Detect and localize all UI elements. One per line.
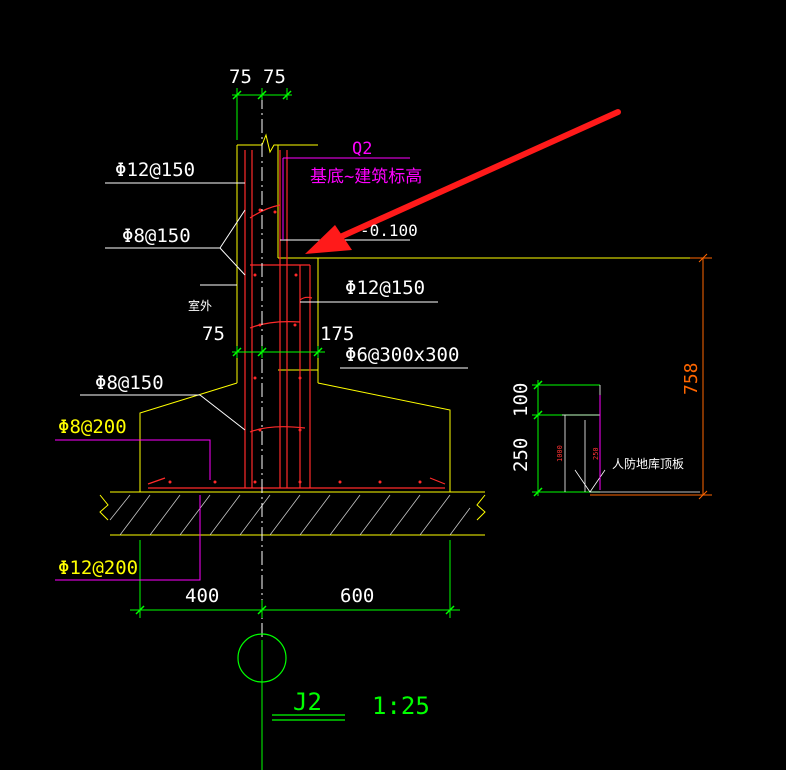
red-pointer-arrow — [305, 109, 621, 254]
dim-height-100: 100 — [510, 383, 532, 417]
elevation-small-marks — [562, 385, 700, 493]
dim-footing-right: 600 — [340, 585, 374, 607]
label-rebar-top: Φ12@150 — [115, 159, 195, 181]
dimension-lines — [130, 88, 600, 770]
rebar-dots — [168, 208, 422, 484]
blinding-hatch — [109, 494, 471, 536]
rebar-group — [147, 150, 446, 489]
dim-small-a: 1000 — [556, 445, 564, 462]
label-rebar-stirrup1: Φ8@150 — [122, 225, 191, 247]
drawing-title: J2 — [293, 688, 322, 716]
label-wall-note: 基底~建筑标高 — [310, 167, 422, 187]
dim-height-total: 758 — [681, 362, 702, 395]
dim-small-b: 250 — [592, 447, 600, 460]
label-rebar-inner: Φ12@150 — [345, 277, 425, 299]
dim-top-right: 75 — [263, 66, 286, 88]
label-footing-bottom: Φ12@200 — [58, 557, 138, 579]
dimension-text: 75 75 75 175 400 600 100 250 1000 250 75… — [185, 66, 702, 607]
rebar-labels: Φ12@150 Φ8@150 Φ12@150 Φ6@300x300 Φ8@150… — [58, 159, 459, 579]
drawing-scale: 1:25 — [372, 692, 430, 720]
height-dimension — [590, 253, 712, 500]
leader-lines — [80, 182, 468, 431]
label-outside: 室外 — [188, 298, 212, 313]
dim-wall-left: 75 — [202, 323, 225, 345]
magenta-leaders — [55, 157, 601, 581]
label-slab-note: 人防地库顶板 — [612, 456, 684, 471]
concrete-outline — [99, 133, 700, 536]
annotation-labels: 室外 Q2 基底~建筑标高 -0.100 人防地库顶板 — [188, 139, 684, 471]
dimension-ticks — [135, 90, 543, 615]
grid-axis-bubble — [237, 633, 287, 683]
drawing-title-block: J2 1:25 — [293, 688, 430, 720]
label-rebar-tie: Φ6@300x300 — [345, 344, 459, 366]
dim-height-250: 250 — [510, 438, 532, 472]
title-underline — [272, 714, 345, 721]
label-elevation: -0.100 — [360, 221, 418, 240]
dim-footing-left: 400 — [185, 585, 219, 607]
label-rebar-stirrup2: Φ8@150 — [95, 372, 164, 394]
label-wall-code: Q2 — [352, 139, 372, 159]
dim-top-left: 75 — [229, 66, 252, 88]
label-footing-top: Φ8@200 — [58, 416, 127, 438]
dim-wall-right: 175 — [320, 323, 354, 345]
